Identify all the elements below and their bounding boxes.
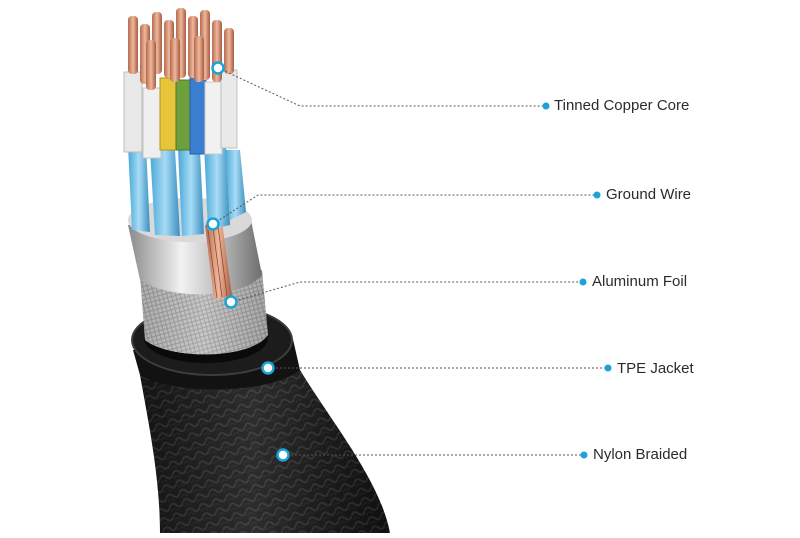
dot-aluminum-foil bbox=[579, 278, 587, 286]
label-tinned-copper-core: Tinned Copper Core bbox=[554, 97, 690, 114]
callout-line-aluminum-foil bbox=[230, 281, 583, 303]
dot-nylon-braided bbox=[580, 451, 588, 459]
dot-tinned-copper-core bbox=[542, 102, 550, 110]
label-tpe-jacket: TPE Jacket bbox=[617, 360, 694, 377]
dot-tpe-jacket bbox=[604, 364, 612, 372]
blue-insulation bbox=[128, 145, 246, 236]
callout-line-tinned-copper-core bbox=[217, 67, 546, 107]
label-nylon-braided: Nylon Braided bbox=[593, 446, 688, 463]
marker-nylon-braided bbox=[276, 448, 290, 462]
marker-aluminum-foil bbox=[224, 295, 238, 309]
nylon-braided-jacket bbox=[140, 370, 390, 533]
callout-lines bbox=[212, 67, 608, 456]
callout-dots bbox=[542, 102, 612, 459]
marker-tpe-jacket bbox=[261, 361, 275, 375]
callout-markers bbox=[206, 61, 290, 462]
label-ground-wire: Ground Wire bbox=[606, 186, 692, 203]
label-aluminum-foil: Aluminum Foil bbox=[592, 273, 688, 290]
tinned-copper-cores bbox=[128, 8, 234, 90]
marker-ground-wire bbox=[206, 217, 220, 231]
callout-line-ground-wire bbox=[212, 194, 597, 225]
dot-ground-wire bbox=[593, 191, 601, 199]
ground-wire bbox=[205, 222, 232, 300]
inner-wires bbox=[123, 69, 238, 159]
marker-tinned-copper-core bbox=[211, 61, 225, 75]
